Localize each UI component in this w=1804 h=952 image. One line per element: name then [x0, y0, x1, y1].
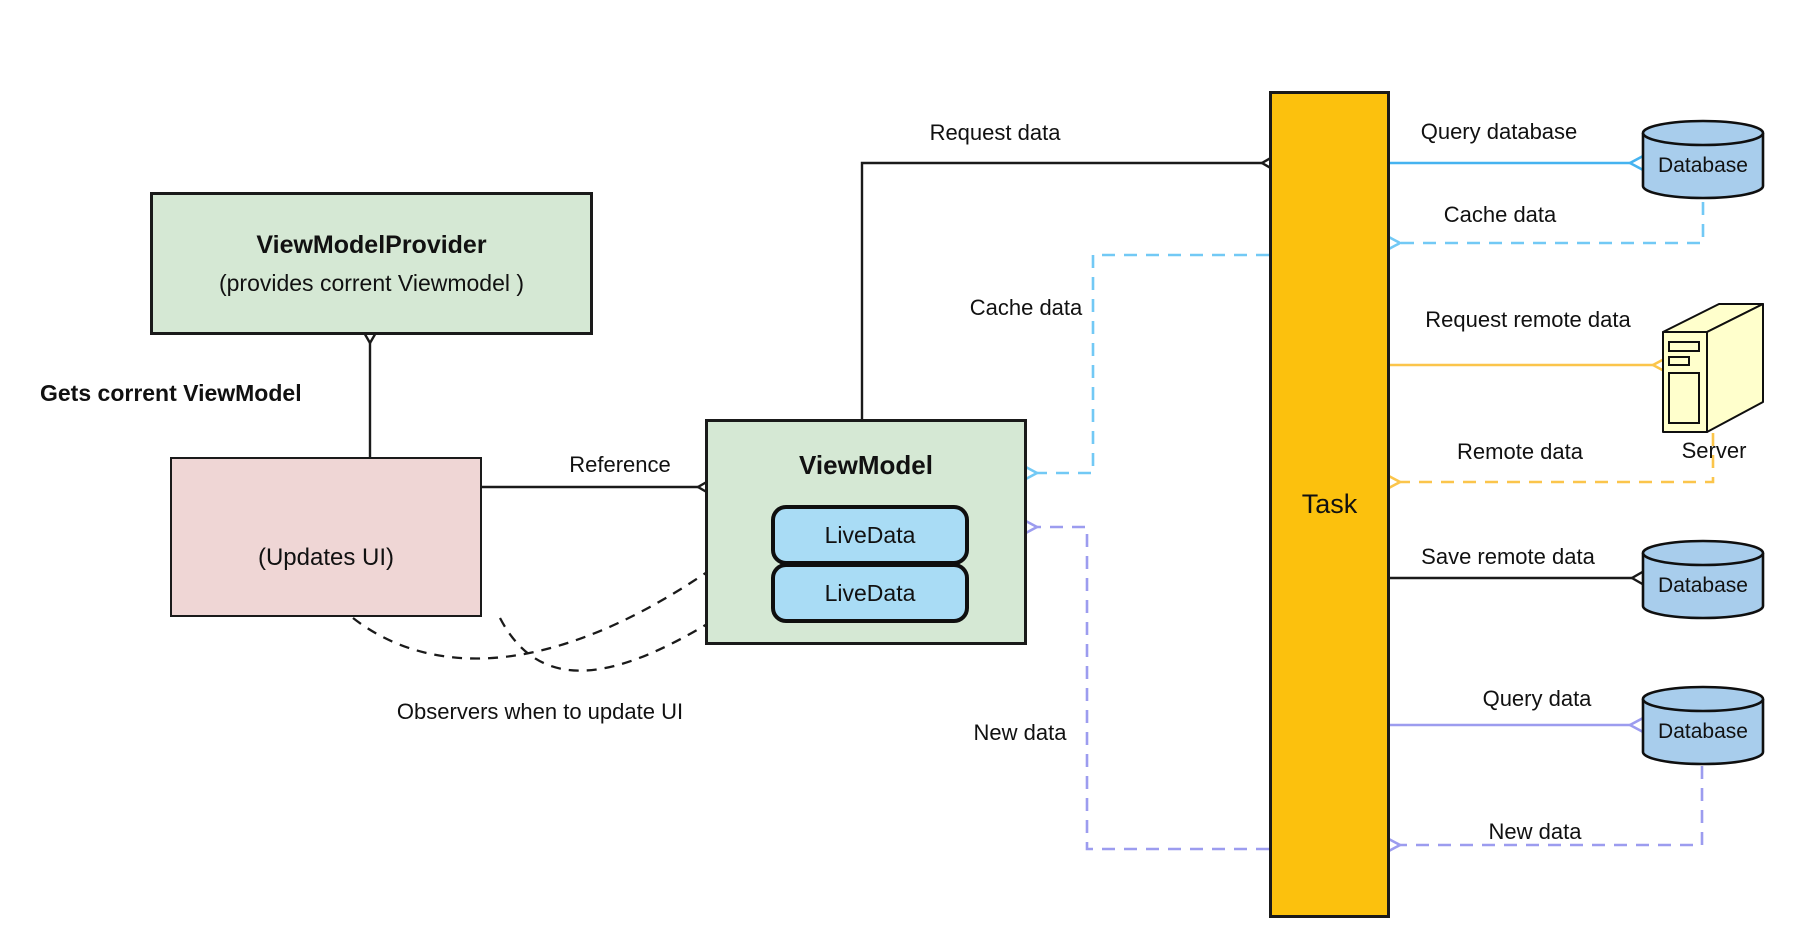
label-observers: Observers when to update UI: [396, 699, 684, 724]
node-viewmodel: ViewModel LiveData LiveData: [705, 419, 1027, 645]
server-label: Server: [1681, 438, 1747, 463]
label-query-data: Query data: [1482, 686, 1592, 711]
label-new-data-right: New data: [1488, 819, 1582, 844]
node-database-2: Database: [1641, 539, 1765, 620]
label-save-remote-data: Save remote data: [1421, 544, 1595, 569]
node-livedata-2: LiveData: [771, 563, 969, 623]
edge-request-data-arrow: [860, 163, 1262, 419]
task-label: Task: [1301, 489, 1358, 519]
node-task: Task: [1269, 91, 1390, 918]
viewmodelprovider-subtitle: (provides corrent Viewmodel ): [218, 269, 525, 296]
updates-ui-label: (Updates UI): [257, 544, 395, 571]
database-3-label: Database: [1658, 720, 1748, 743]
label-gets-corrent-viewmodel: Gets corrent ViewModel: [40, 380, 302, 406]
viewmodelprovider-title: ViewModelProvider: [256, 230, 487, 259]
node-viewmodelprovider: ViewModelProvider (provides corrent View…: [150, 192, 593, 335]
node-database-3: Database: [1641, 685, 1765, 766]
label-request-data: Request data: [929, 120, 1061, 145]
node-server: [1662, 303, 1764, 433]
label-request-remote-data: Request remote data: [1425, 307, 1631, 332]
label-cache-data-left: Cache data: [969, 295, 1083, 320]
label-reference: Reference: [569, 452, 671, 477]
label-cache-data-right: Cache data: [1443, 202, 1557, 227]
edge-cache-data-left-arrow: [1037, 253, 1269, 473]
database-2-label: Database: [1658, 574, 1748, 597]
database-1-label: Database: [1658, 154, 1748, 177]
viewmodel-title: ViewModel: [799, 450, 933, 480]
node-updates-ui: (Updates UI): [170, 457, 482, 617]
label-remote-data: Remote data: [1457, 439, 1583, 464]
label-new-data-left: New data: [973, 720, 1067, 745]
node-database-1: Database: [1641, 119, 1765, 200]
edge-new-data-left-arrow: [1037, 527, 1269, 851]
node-livedata-1: LiveData: [771, 505, 969, 565]
label-query-database: Query database: [1420, 119, 1578, 144]
